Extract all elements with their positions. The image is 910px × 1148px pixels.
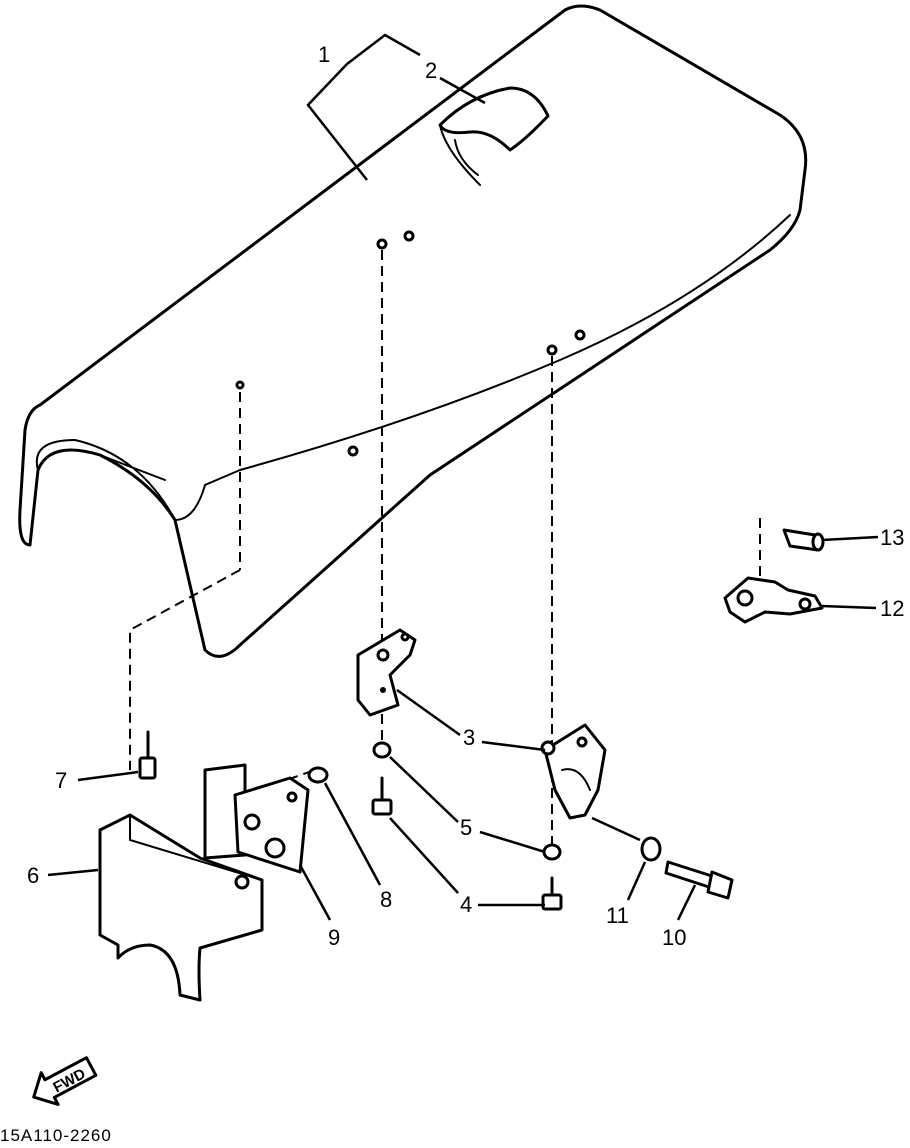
- callout-1: 1: [318, 42, 330, 67]
- washer-5b-part: [542, 843, 562, 861]
- callout-2: 2: [425, 58, 437, 83]
- seat-bracket-right-part: [540, 723, 607, 820]
- washer-5a-part: [372, 741, 392, 759]
- plate-part: [233, 776, 310, 874]
- callout-4: 4: [460, 892, 472, 917]
- callout-10: 10: [662, 925, 686, 950]
- callout-5: 5: [460, 815, 472, 840]
- nut-part: [307, 766, 329, 784]
- clamp-part: [723, 576, 824, 624]
- callout-labels: 1 2 3 4 5 6 7 8 9 10 11 12 13: [27, 42, 904, 950]
- seat-part: [18, 4, 808, 658]
- forward-arrow-icon: FWD: [32, 1056, 98, 1106]
- seat-bracket-left-part: [356, 628, 417, 717]
- callout-12: 12: [880, 596, 904, 621]
- drawing-code: 15A110-2260: [0, 1126, 112, 1145]
- bolt-4a-part: [371, 776, 393, 816]
- callout-6: 6: [27, 863, 39, 888]
- screw-13-part: [782, 528, 825, 552]
- callout-8: 8: [380, 887, 392, 912]
- callout-9: 9: [328, 925, 340, 950]
- screw-part: [138, 730, 157, 780]
- bolt-10-part: [664, 860, 734, 900]
- callout-3: 3: [463, 725, 475, 750]
- front-bracket-part: [98, 763, 264, 1002]
- bolt-4b-part: [541, 876, 563, 911]
- callout-7: 7: [55, 768, 67, 793]
- leader-lines: [47, 33, 879, 921]
- callout-11: 11: [606, 903, 629, 928]
- callout-13: 13: [880, 525, 904, 550]
- washer-11-part: [640, 836, 662, 862]
